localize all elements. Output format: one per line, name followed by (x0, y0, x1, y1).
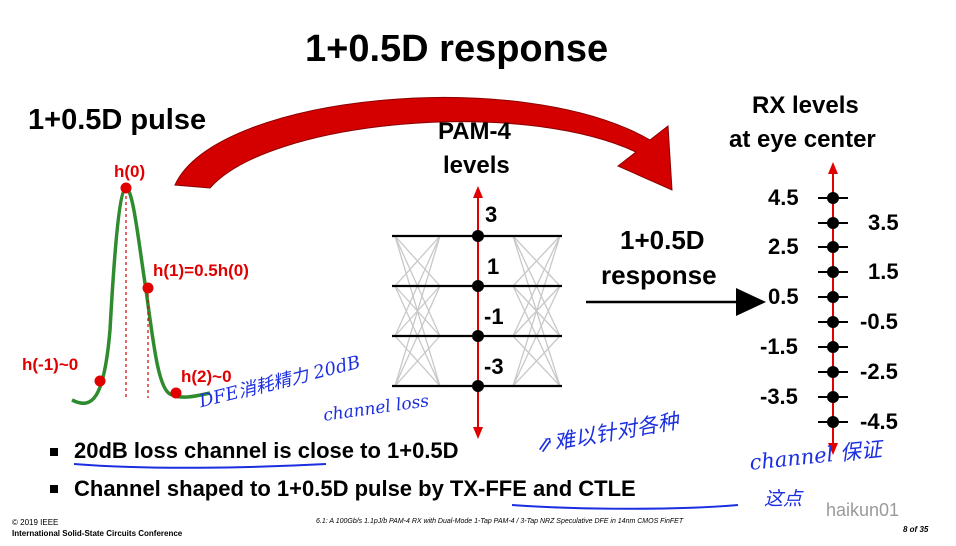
pam4-level-dots (472, 230, 484, 392)
h2-label: h(2)~0 (181, 367, 232, 386)
rx-right-level: 3.5 (868, 210, 899, 235)
rx-dots (827, 192, 839, 428)
h1-dot (142, 282, 154, 294)
pulse-curve (71, 186, 211, 405)
curved-arrow (174, 97, 673, 191)
rx-right-level: -0.5 (860, 309, 898, 334)
pam4-heading-line2: levels (443, 152, 510, 179)
response-label-line1: 1+0.5D (620, 225, 705, 255)
pam4-level-label: 3 (485, 202, 498, 227)
pam4-level-label: 1 (487, 254, 500, 279)
hm1-dot (94, 375, 106, 387)
rx-heading-line2: at eye center (729, 126, 876, 153)
h0-dot (120, 182, 132, 194)
rx-left-level: -1.5 (760, 334, 798, 359)
rx-left-level: 4.5 (768, 185, 799, 210)
pam4-transitions (394, 235, 561, 387)
response-label-line2: response (601, 260, 717, 290)
pam4-level-label: -3 (484, 354, 504, 379)
bullet-marker (50, 485, 58, 493)
footer-conference: International Solid-State Circuits Confe… (12, 529, 183, 538)
handwritten-underline-2 (511, 504, 739, 510)
footer-page: 8 of 35 (903, 525, 929, 534)
channel-note-line2: 这点 (764, 488, 803, 510)
rx-left-level: -3.5 (760, 384, 798, 409)
bullet-text: Channel shaped to 1+0.5D pulse by TX-FFE… (74, 476, 636, 501)
rx-right-level: -4.5 (860, 409, 898, 434)
footer-copyright: © 2019 IEEE (12, 518, 59, 527)
pam4-level-label: -1 (484, 304, 504, 329)
bullet-marker (50, 448, 58, 456)
pulse-heading: 1+0.5D pulse (28, 104, 207, 136)
h2-dot (170, 387, 182, 399)
rx-heading-line1: RX levels (752, 92, 859, 119)
h1-label: h(1)=0.5h(0) (153, 261, 249, 280)
rx-right-level: 1.5 (868, 259, 899, 284)
rx-left-level: 2.5 (768, 234, 799, 259)
slide-title: 1+0.5D response (305, 28, 609, 70)
footer-paper: 6.1: A 100Gb/s 1.1pJ/b PAM-4 RX with Dua… (316, 518, 684, 525)
pam4-heading-line1: PAM-4 (438, 118, 511, 145)
bullet-text: 20dB loss channel is close to 1+0.5D (74, 438, 459, 463)
rx-left-level: 0.5 (768, 284, 799, 309)
hm1-label: h(-1)~0 (22, 355, 79, 374)
rx-right-level: -2.5 (860, 359, 898, 384)
handwritten-underline-1 (73, 463, 327, 469)
footer-watermark: haikun01 (826, 500, 900, 520)
h0-label: h(0) (114, 162, 146, 181)
